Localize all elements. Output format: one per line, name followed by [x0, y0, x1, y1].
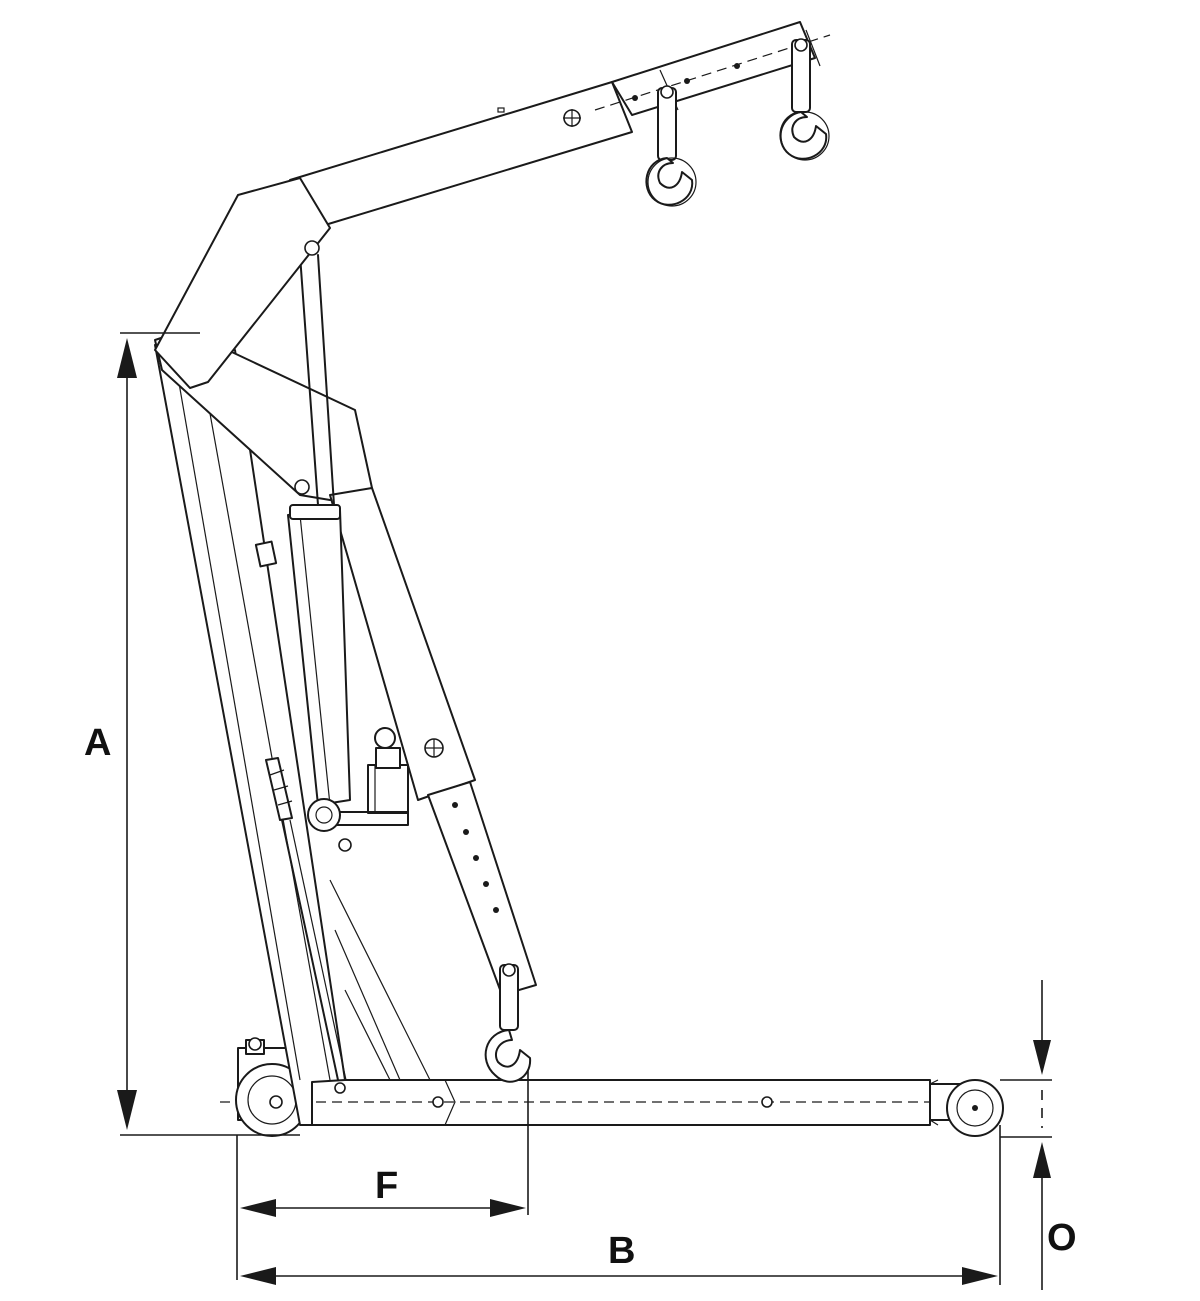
hydraulic-ram — [287, 504, 409, 852]
front-wheel — [946, 1079, 1004, 1137]
dimension-o — [1000, 980, 1052, 1290]
lower-hook — [484, 963, 532, 1083]
base-leg — [220, 1079, 1000, 1126]
upper-hook-middle — [645, 85, 697, 207]
dimension-b-label: B — [608, 1230, 635, 1272]
dimension-f-label: F — [375, 1165, 398, 1207]
upper-hook-tip — [779, 38, 830, 161]
jack-handle — [265, 757, 347, 1094]
dimension-f — [236, 1070, 529, 1280]
upper-boom — [154, 21, 831, 506]
mast — [154, 344, 431, 1126]
dimension-o-label: O — [1047, 1217, 1077, 1259]
dimension-a — [117, 332, 300, 1136]
dimension-b — [240, 1125, 1001, 1285]
dimension-a-label: A — [84, 722, 111, 764]
